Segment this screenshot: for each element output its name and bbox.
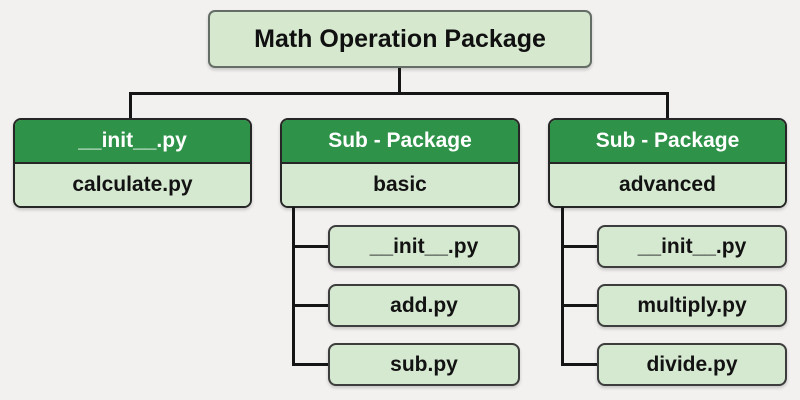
file-node-label: __init__.py xyxy=(637,234,747,258)
root-node: Math Operation Package xyxy=(208,10,592,68)
connector-main-horizontal xyxy=(129,92,669,95)
subpackage-node-basic-body: basic xyxy=(282,164,518,206)
file-node-label: multiply.py xyxy=(637,293,747,317)
file-node-basic-add: add.py xyxy=(328,284,520,327)
file-node-basic-init: __init__.py xyxy=(328,225,520,268)
file-node-advanced-divide: divide.py xyxy=(597,343,787,386)
connector-drop-left xyxy=(129,92,132,119)
connector-root-stem xyxy=(398,68,401,94)
package-node-init: __init__.py calculate.py xyxy=(13,118,252,208)
subpackage-node-basic-header: Sub - Package xyxy=(282,120,518,164)
file-node-advanced-init: __init__.py xyxy=(597,225,787,268)
subpackage-node-basic: Sub - Package basic xyxy=(280,118,520,208)
file-node-label: sub.py xyxy=(390,352,458,376)
file-node-label: divide.py xyxy=(646,352,738,376)
connector-advanced-branch-2 xyxy=(561,304,599,307)
file-node-label: __init__.py xyxy=(369,234,479,258)
package-node-init-body: calculate.py xyxy=(15,164,250,206)
connector-basic-branch-3 xyxy=(292,363,330,366)
package-node-init-header: __init__.py xyxy=(15,120,250,164)
file-node-basic-sub: sub.py xyxy=(328,343,520,386)
connector-basic-vertical xyxy=(292,207,295,366)
file-node-label: add.py xyxy=(390,293,458,317)
connector-advanced-branch-1 xyxy=(561,245,599,248)
connector-basic-branch-1 xyxy=(292,245,330,248)
file-node-advanced-multiply: multiply.py xyxy=(597,284,787,327)
root-node-label: Math Operation Package xyxy=(254,24,546,53)
subpackage-node-advanced-header: Sub - Package xyxy=(550,120,785,164)
connector-advanced-branch-3 xyxy=(561,363,599,366)
subpackage-node-advanced: Sub - Package advanced xyxy=(548,118,787,208)
connector-advanced-vertical xyxy=(561,207,564,366)
connector-drop-right xyxy=(666,92,669,119)
subpackage-node-advanced-body: advanced xyxy=(550,164,785,206)
connector-basic-branch-2 xyxy=(292,304,330,307)
